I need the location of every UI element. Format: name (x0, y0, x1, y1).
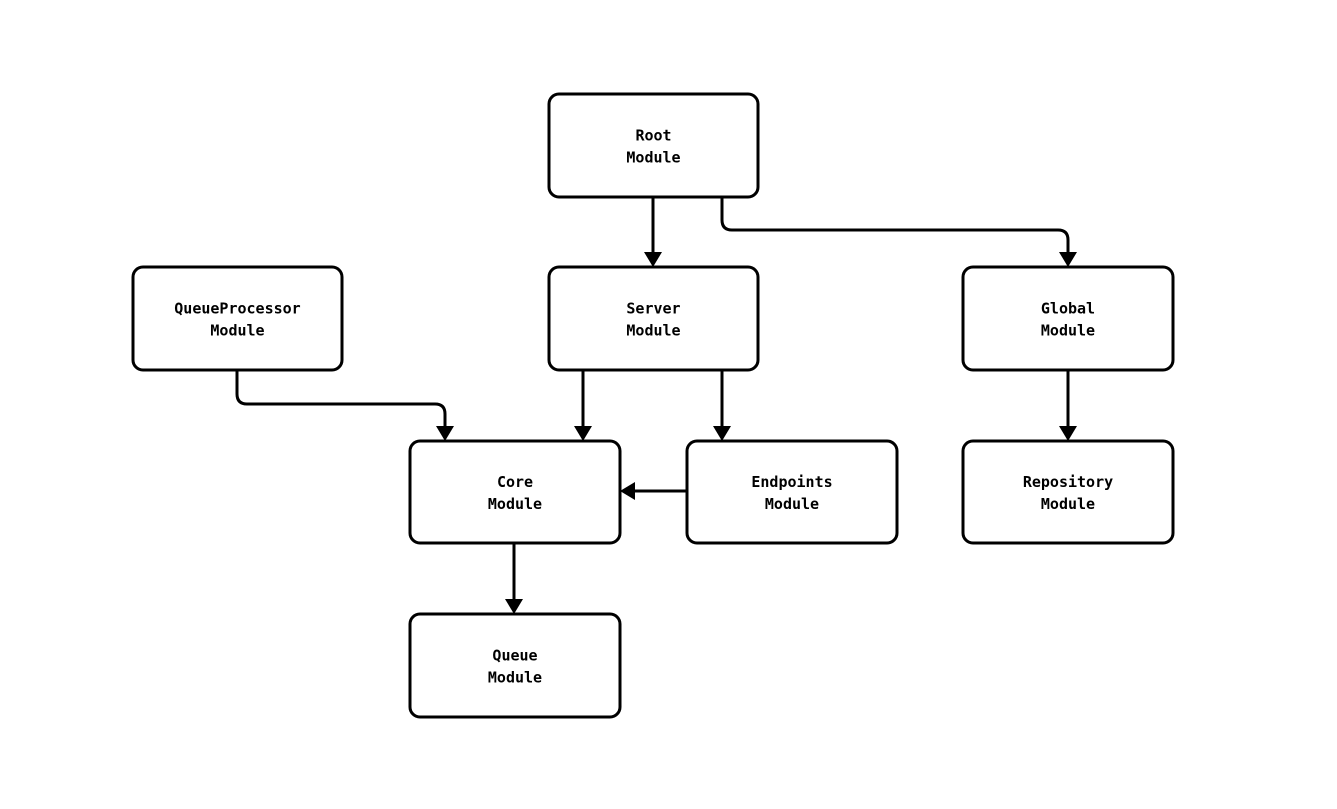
edge-endpoints-to-core-arrowhead (620, 482, 635, 500)
edges-layer (235, 197, 1077, 614)
edge-server-to-core (574, 370, 592, 441)
edge-server-to-core-arrowhead (574, 426, 592, 441)
repository-module-node-shape[interactable] (961, 439, 1175, 545)
core-module-node-label-line2: Module (488, 495, 542, 513)
core-module-node-label-line1: Core (497, 473, 533, 491)
edge-endpoints-to-core (620, 482, 687, 500)
core-module-node-shape[interactable] (408, 439, 622, 545)
global-module-node-label-line1: Global (1041, 299, 1095, 317)
edge-root-to-global (720, 197, 1077, 267)
root-module-node-label-line1: Root (635, 126, 671, 144)
queue-module-node-label-line1: Queue (492, 646, 537, 664)
root-module-node-label-line2: Module (626, 148, 680, 166)
edge-queueprocessor-to-core-arrowhead (436, 426, 454, 441)
edge-global-to-repository-arrowhead (1059, 426, 1077, 441)
edge-root-to-global-line (720, 197, 1070, 252)
edge-root-to-server (644, 197, 662, 267)
edge-global-to-repository (1059, 370, 1077, 441)
queueprocessor-module-node-shape[interactable] (131, 265, 344, 372)
edge-queueprocessor-to-core (235, 370, 454, 441)
queue-module-node-label-line2: Module (488, 668, 542, 686)
edge-root-to-global-arrowhead (1059, 252, 1077, 267)
server-module-node-shape[interactable] (547, 265, 760, 372)
repository-module-node-label-line2: Module (1041, 495, 1095, 513)
server-module-node-label-line2: Module (626, 321, 680, 339)
queue-module-node-shape[interactable] (408, 612, 622, 719)
server-module-node-label-line1: Server (626, 299, 680, 317)
global-module-node-shape[interactable] (961, 265, 1175, 372)
endpoints-module-node-label-line1: Endpoints (751, 473, 832, 491)
edge-server-to-endpoints (713, 370, 731, 441)
edge-core-to-queue (505, 543, 523, 614)
root-module-node-shape[interactable] (547, 92, 760, 199)
queueprocessor-module-node-label-line2: Module (210, 321, 264, 339)
endpoints-module-node-shape[interactable] (685, 439, 899, 545)
edge-core-to-queue-arrowhead (505, 599, 523, 614)
edge-root-to-server-arrowhead (644, 252, 662, 267)
global-module-node-label-line2: Module (1041, 321, 1095, 339)
edge-queueprocessor-to-core-line (235, 370, 447, 426)
queueprocessor-module-node-label-line1: QueueProcessor (174, 299, 300, 317)
endpoints-module-node-label-line2: Module (765, 495, 819, 513)
edge-server-to-endpoints-arrowhead (713, 426, 731, 441)
repository-module-node-label-line1: Repository (1023, 473, 1113, 491)
